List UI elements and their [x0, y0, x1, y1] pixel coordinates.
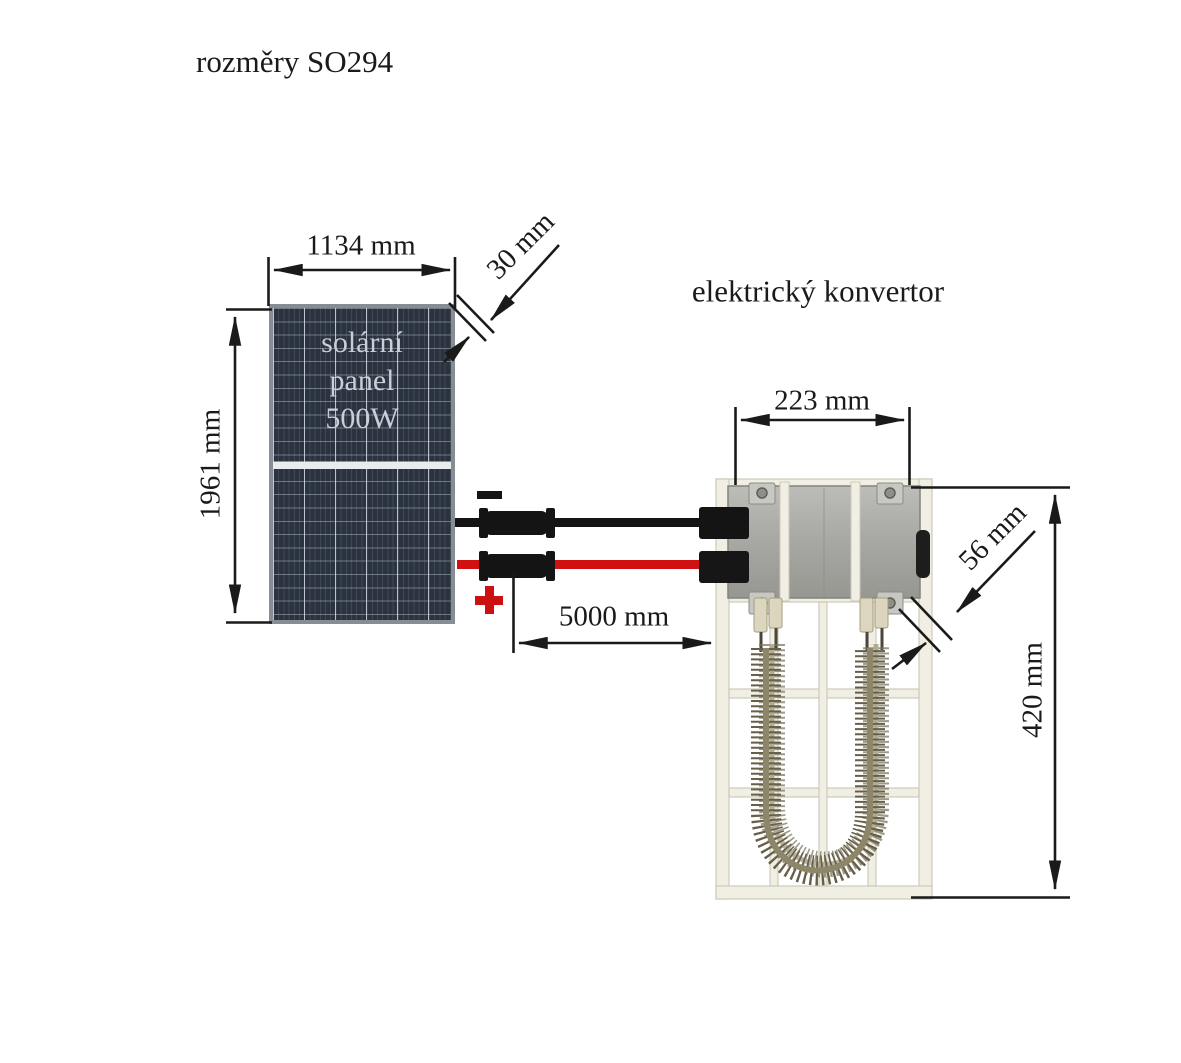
solar-panel-label-line3: 500W — [325, 402, 399, 435]
converter-depth-dimension — [891, 530, 1036, 671]
solar-panel-label-line1: solární — [321, 326, 403, 359]
positive-cable — [457, 551, 749, 583]
converter-title: elektrický konvertor — [691, 273, 945, 309]
panel-thickness-dimension — [443, 244, 560, 363]
coil-terminals — [753, 597, 889, 652]
cage-bottom-rail — [715, 885, 933, 900]
solar-panel: solární panel 500W — [269, 304, 455, 624]
positive-polarity-sign — [475, 586, 503, 614]
cage-left-rail — [715, 478, 730, 900]
cage-front-bar — [779, 481, 790, 602]
solar-panel-label: solární panel 500W — [273, 324, 451, 438]
mc4-connector — [483, 511, 549, 535]
negative-cable — [455, 507, 749, 539]
panel-height-label: 1961 mm — [194, 408, 227, 520]
converter-height-dimension — [911, 486, 1070, 899]
panel-height-dimension — [226, 308, 272, 624]
heating-coil-front — [751, 648, 885, 886]
converter-height-label: 420 mm — [1016, 642, 1049, 738]
diagram-title: rozměry SO294 — [196, 44, 394, 79]
cable-length-dimension — [512, 573, 713, 653]
converter-input-positive — [699, 551, 749, 583]
converter-width-label: 223 mm — [774, 384, 870, 417]
converter-box — [727, 481, 930, 615]
panel-width-label: 1134 mm — [306, 229, 416, 262]
panel-width-dimension — [267, 257, 457, 310]
converter-width-dimension — [734, 407, 911, 485]
solar-panel-label-line2: panel — [329, 364, 395, 397]
mc4-connector-ridge — [546, 551, 555, 581]
cage-front-bar — [850, 481, 861, 602]
negative-polarity-sign — [477, 491, 502, 499]
heating-coils — [751, 644, 889, 886]
cable-length-label: 5000 mm — [558, 600, 670, 633]
plus-vertical-bar — [485, 586, 494, 614]
cage-vertical-bar — [818, 601, 828, 887]
mc4-connector-ridge — [546, 508, 555, 538]
converter-input-negative — [699, 507, 749, 539]
converter-side-connector — [916, 530, 930, 578]
mc4-connector — [483, 554, 549, 578]
